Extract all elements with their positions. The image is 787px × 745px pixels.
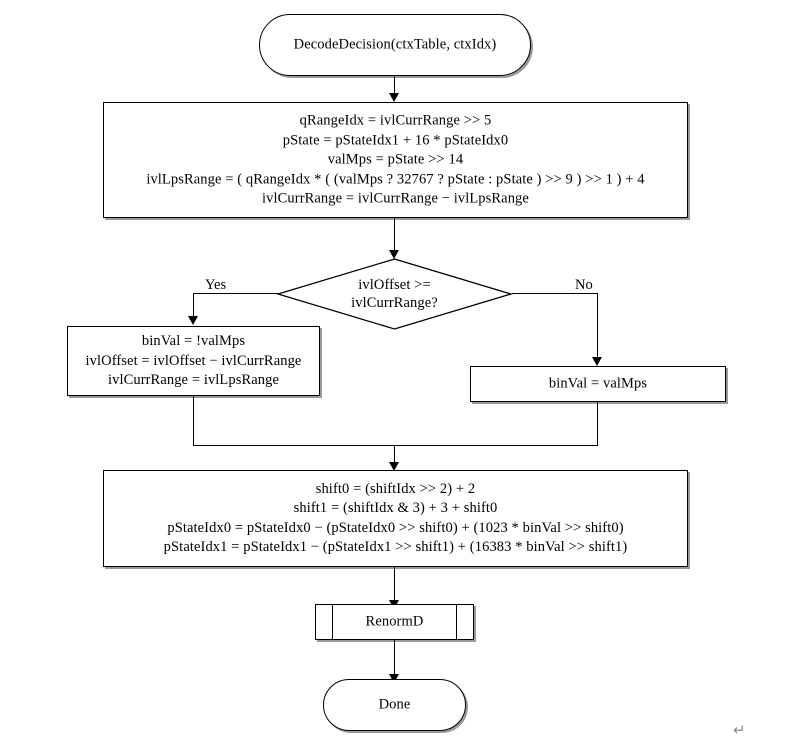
- edge-label-yes: Yes: [203, 277, 229, 293]
- node-done-terminator[interactable]: Done: [323, 679, 466, 731]
- node-state-update-process[interactable]: shift0 = (shiftIdx >> 2) + 2 shift1 = (s…: [103, 470, 688, 567]
- arrowhead-no-to-mps: [592, 357, 602, 366]
- node-decision-label: ivlOffset >= ivlCurrRange?: [351, 277, 438, 311]
- node-lps-branch-label: binVal = !valMps ivlOffset = ivlOffset −…: [85, 332, 302, 388]
- node-mps-branch-process[interactable]: binVal = valMps: [470, 366, 726, 402]
- node-renorm-predefined-process[interactable]: RenormD: [315, 604, 474, 640]
- predefined-left-bar: [332, 605, 333, 639]
- connector-merge-horizontal: [193, 445, 598, 446]
- node-range-update-process[interactable]: qRangeIdx = ivlCurrRange >> 5 pState = p…: [103, 102, 688, 218]
- connector-decision-no-horizontal: [512, 293, 598, 294]
- connector-lps-down: [193, 396, 194, 446]
- paragraph-return-mark: ↵: [733, 722, 746, 739]
- connector-renorm-to-done: [394, 640, 395, 675]
- connector-decision-yes-horizontal: [193, 293, 278, 294]
- connector-decision-no-vertical: [597, 293, 598, 358]
- node-range-update-label: qRangeIdx = ivlCurrRange >> 5 pState = p…: [146, 112, 645, 207]
- arrowhead-start-to-range: [389, 93, 399, 102]
- node-state-update-label: shift0 = (shiftIdx >> 2) + 2 shift1 = (s…: [163, 480, 628, 556]
- predefined-right-bar: [456, 605, 457, 639]
- node-done-label: Done: [378, 696, 411, 713]
- node-lps-branch-process[interactable]: binVal = !valMps ivlOffset = ivlOffset −…: [67, 326, 320, 396]
- decision-diamond-shape: [275, 258, 514, 330]
- connector-mps-down: [597, 402, 598, 446]
- arrowhead-merge-to-state: [389, 462, 399, 471]
- arrowhead-yes-to-lps: [188, 316, 198, 325]
- node-start-terminator[interactable]: DecodeDecision(ctxTable, ctxIdx): [259, 14, 531, 76]
- connector-range-to-decision: [394, 218, 395, 251]
- node-start-label: DecodeDecision(ctxTable, ctxIdx): [293, 36, 497, 53]
- connector-start-to-range: [394, 76, 395, 94]
- edge-label-no: No: [573, 277, 595, 293]
- connector-state-to-renorm: [394, 567, 395, 601]
- node-renorm-label: RenormD: [365, 613, 424, 630]
- arrowhead-range-to-decision: [389, 250, 399, 259]
- connector-decision-yes-vertical: [193, 293, 194, 317]
- connector-merge-to-state: [394, 445, 395, 463]
- node-decision-diamond[interactable]: ivlOffset >= ivlCurrRange?: [275, 258, 514, 330]
- node-mps-branch-label: binVal = valMps: [548, 375, 648, 392]
